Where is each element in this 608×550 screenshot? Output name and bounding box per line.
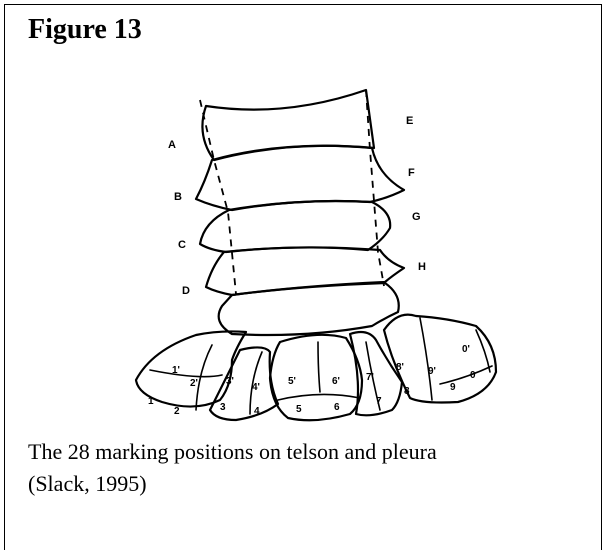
right-dashed-line [366, 90, 384, 286]
position-5-prime: 5' [288, 376, 296, 387]
label-B: B [174, 191, 182, 203]
position-3: 3 [220, 402, 226, 413]
position-5: 5 [296, 404, 302, 415]
position-4-prime: 4' [252, 382, 260, 393]
position-3-prime: 3' [226, 376, 234, 387]
label-A: A [168, 139, 176, 151]
left-dashed-line [200, 100, 236, 294]
abdominal-segment-1 [202, 90, 374, 160]
label-C: C [178, 239, 186, 251]
figure-caption: The 28 marking positions on telson and p… [28, 436, 588, 500]
position-9-prime: 9' [428, 366, 436, 377]
telson-pleura-diagram: A B C D E F G H 1 1' 2 2' 3 3' 4 4' 5 5'… [100, 80, 520, 430]
position-1: 1 [148, 396, 154, 407]
abdominal-segment-2 [196, 146, 404, 210]
caption-line-1: The 28 marking positions on telson and p… [28, 436, 588, 468]
label-D: D [182, 285, 190, 297]
position-8: 8 [404, 386, 410, 397]
position-7-prime: 7' [366, 372, 374, 383]
label-F: F [408, 167, 415, 179]
caption-line-2: (Slack, 1995) [28, 468, 588, 500]
label-G: G [412, 211, 421, 223]
position-2: 2 [174, 406, 180, 417]
position-0-prime: 0' [462, 344, 470, 355]
position-2-prime: 2' [190, 378, 198, 389]
label-H: H [418, 261, 426, 273]
position-9: 9 [450, 382, 456, 393]
position-6-prime: 6' [332, 376, 340, 387]
abdominal-segment-5 [219, 283, 399, 335]
position-8-prime: 8' [396, 362, 404, 373]
label-E: E [406, 115, 413, 127]
telson-center [270, 335, 362, 420]
position-1-prime: 1' [172, 365, 180, 376]
position-7: 7 [376, 396, 382, 407]
figure-title: Figure 13 [28, 14, 142, 46]
position-0: 0 [470, 370, 476, 381]
position-6: 6 [334, 402, 340, 413]
position-4: 4 [254, 406, 260, 417]
